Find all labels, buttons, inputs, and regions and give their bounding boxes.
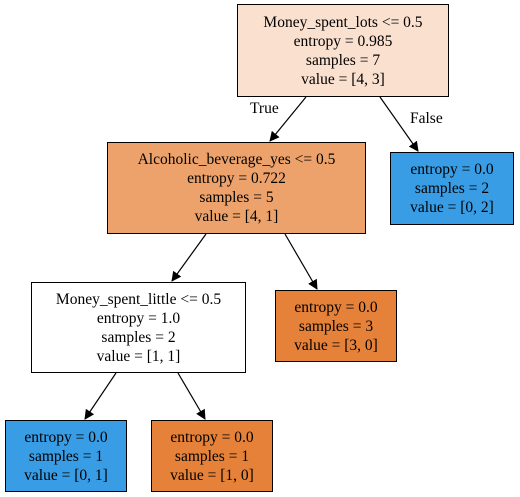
node-entropy: entropy = 0.0 xyxy=(410,161,494,178)
node-condition: Alcoholic_beverage_yes <= 0.5 xyxy=(137,151,336,168)
node-value: value = [0, 1] xyxy=(24,466,108,484)
edge-n1-n4 xyxy=(284,233,318,290)
node-value: value = [3, 0] xyxy=(294,336,378,354)
node-value: value = [4, 1] xyxy=(194,208,279,225)
node-entropy: entropy = 0.985 xyxy=(293,32,393,50)
node-samples: samples = 7 xyxy=(305,51,381,69)
node-value: value = [0, 2] xyxy=(410,199,494,216)
node-entropy: entropy = 0.0 xyxy=(170,428,254,446)
tree-leaf-class-0: entropy = 0.0 samples = 3 value = [3, 0] xyxy=(275,290,397,362)
node-entropy: entropy = 0.0 xyxy=(24,428,108,446)
node-samples: samples = 2 xyxy=(414,180,490,197)
edge-root-n1 xyxy=(269,96,307,142)
tree-node-root: Money_spent_lots <= 0.5 entropy = 0.985 … xyxy=(237,4,449,97)
node-condition: Money_spent_lots <= 0.5 xyxy=(263,13,423,31)
node-entropy: entropy = 0.722 xyxy=(187,170,286,187)
edge-n3-n6 xyxy=(177,372,206,420)
edge-root-n2 xyxy=(379,96,419,152)
node-samples: samples = 1 xyxy=(174,447,250,465)
node-value: value = [1, 1] xyxy=(96,347,181,365)
node-samples: samples = 5 xyxy=(199,189,274,206)
false-edge-label: False xyxy=(410,110,443,127)
node-entropy: entropy = 0.0 xyxy=(294,298,378,316)
tree-leaf-left-bottom: entropy = 0.0 samples = 1 value = [0, 1] xyxy=(5,420,127,492)
node-samples: samples = 2 xyxy=(101,328,176,346)
tree-leaf-right-bottom: entropy = 0.0 samples = 1 value = [1, 0] xyxy=(151,420,273,492)
node-samples: samples = 1 xyxy=(28,447,104,465)
node-samples: samples = 3 xyxy=(298,317,374,335)
tree-node-money-little-split: Money_spent_little <= 0.5 entropy = 1.0 … xyxy=(31,282,246,373)
node-value: value = [1, 0] xyxy=(170,466,254,484)
node-value: value = [4, 3] xyxy=(301,70,385,88)
node-entropy: entropy = 1.0 xyxy=(96,309,181,327)
true-edge-label: True xyxy=(250,100,279,117)
node-condition: Money_spent_little <= 0.5 xyxy=(55,290,222,308)
edge-n1-n3 xyxy=(171,233,207,282)
tree-node-alcoholic-split: Alcoholic_beverage_yes <= 0.5 entropy = … xyxy=(107,142,366,234)
edge-n3-n5 xyxy=(84,372,117,420)
tree-leaf-false-branch: entropy = 0.0 samples = 2 value = [0, 2] xyxy=(390,152,514,225)
